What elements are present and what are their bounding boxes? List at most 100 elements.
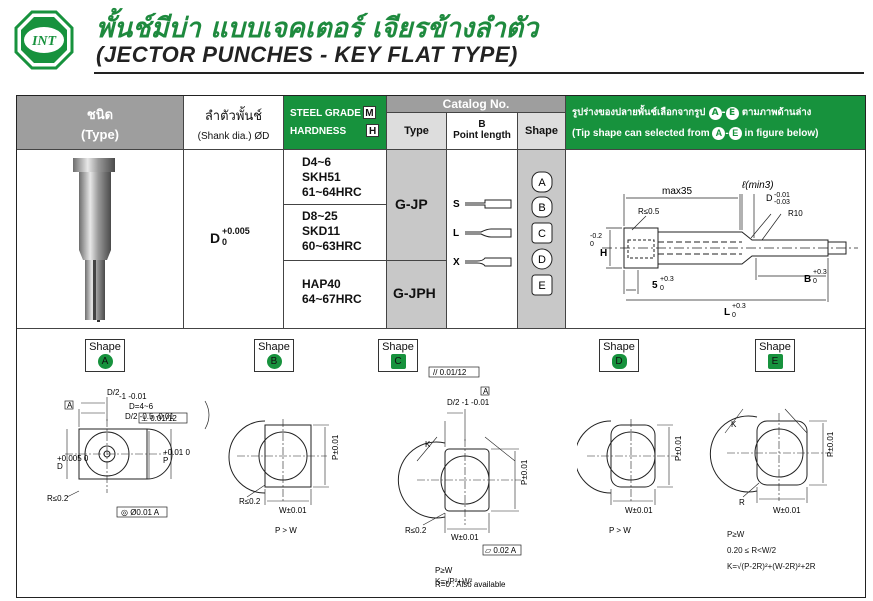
shape-c-note1: P≥W (435, 566, 453, 575)
shape-d-w: W±0.01 (625, 506, 653, 515)
type-header: ชนิด (Type) (17, 96, 184, 150)
dim-d-lo: -0.03 (774, 199, 790, 206)
point-length-label: Point length (453, 130, 511, 141)
shape-a-drawing: D/2 -1 -0.01 D=4~6 D/2 -0.5 -0.01 ⊥ 0.01… (47, 388, 210, 518)
shape-a-d-side-tol: +0.005 0 (57, 454, 89, 463)
shape-c-letter: C (390, 354, 406, 369)
mat1-range: D4~6 (302, 155, 332, 169)
type-header-thai: ชนิด (86, 108, 114, 123)
shape-b-letter: B (266, 354, 282, 369)
shape-letters: A B C D E (531, 171, 553, 296)
dim-l-lo: 0 (732, 312, 736, 319)
tip-english-e: E (728, 127, 742, 140)
shape-e-note2: 0.20 ≤ R<W/2 (727, 546, 777, 555)
tip-thai-e: E (725, 107, 739, 120)
title-divider (94, 72, 864, 74)
tip-english-dash: - (725, 128, 729, 139)
punch-photo-cell (17, 150, 184, 329)
shape-c-note3: K=√P²+W² (435, 577, 473, 586)
shape-letter-a: A (538, 177, 546, 189)
shape-c-datum: A (483, 387, 489, 396)
dim-h-up: 0 (590, 241, 594, 248)
shank-header-thai: ลำตัวพั้นช์ (204, 109, 263, 124)
shape-e-note1: P≥W (727, 530, 745, 539)
tip-english-pre: (Tip shape can selected from (572, 128, 710, 139)
shape-b-p: P±0.01 (331, 434, 340, 460)
catalog-type-header: Type (387, 113, 447, 150)
mat2-grade: SKD11 (302, 224, 341, 238)
type-gjph: G-JPH (393, 285, 436, 301)
shape-a-label: Shape A (85, 339, 125, 372)
tip-english-post: in figure below) (744, 128, 819, 139)
punch-photo (73, 158, 115, 322)
shape-c-perp: // 0.01/12 (433, 368, 467, 377)
catalog-header: Catalog No. (387, 96, 566, 113)
title-english: (JECTOR PUNCHES - KEY FLAT TYPE) (96, 42, 518, 67)
shape-letters-cell: A B C D E (518, 150, 566, 329)
material-row-3: HAP40 64~67HRC (284, 261, 387, 329)
shape-b-label: Shape B (254, 339, 294, 372)
shape-letter-e: E (538, 280, 545, 292)
mat2-range: D8~25 (302, 209, 338, 223)
material-row-1: D4~6 SKH51 61~64HRC (284, 150, 387, 205)
shape-a-letter: A (97, 354, 113, 369)
dimension-drawing: max35 ℓ(min3) D -0.01 -0.03 R≤0.5 R10 H … (590, 180, 858, 319)
shape-a-d-side: D (57, 462, 63, 471)
dim-l: L (724, 307, 730, 318)
shape-a-p: P (163, 456, 168, 465)
mat3-grade: HAP40 (302, 277, 341, 291)
d-lower-tol: 0 (222, 237, 228, 247)
shape-a-d46: D=4~6 (129, 402, 154, 411)
shape-d-drawing: P±0.01 W±0.01 P > W (577, 419, 683, 535)
dim-max35: max35 (662, 186, 692, 197)
shape-c-label: Shape C (378, 339, 418, 372)
d-main: D (210, 230, 221, 246)
shape-letter-c: C (538, 228, 546, 240)
shape-a-d2-tol: -1 -0.01 (119, 392, 147, 401)
shape-d-note: P > W (609, 526, 631, 535)
type-gjp: G-JP (395, 196, 428, 212)
shape-c-k: K (425, 440, 431, 449)
shape-c-drawing: // 0.01/12 D/2 -1 -0.01 A K P±0.01 R≤0.2… (397, 366, 529, 589)
shape-c-w: W±0.01 (451, 533, 479, 542)
shape-c-title: Shape (382, 341, 414, 353)
shank-header: ลำตัวพั้นช์ (Shank dia.) ØD (184, 96, 284, 150)
shank-dia-cell: D +0.005 0 (184, 150, 284, 329)
shape-d-label: Shape D (599, 339, 639, 372)
shape-e-title: Shape (759, 341, 791, 353)
shape-e-p: P±0.01 (826, 431, 835, 457)
d-upper-tol: +0.005 (222, 226, 250, 236)
dim-5: 5 (652, 280, 658, 291)
shape-letter-d: D (538, 254, 546, 266)
mat1-grade: SKH51 (302, 170, 341, 184)
shape-b-title: Shape (258, 341, 290, 353)
title-thai: พั้นช์มีบ่า แบบเจคเตอร์ เจียรข้างลำตัว (96, 13, 539, 44)
tip-thai-a: A (708, 107, 722, 120)
dim-b: B (804, 274, 811, 285)
shape-letter-b: B (538, 202, 545, 214)
shape-e-notes: P≥W 0.20 ≤ R<W/2 K=√(P-2R)²+(W-2R)²+2R (727, 527, 815, 575)
dim-l-up: +0.3 (732, 303, 746, 310)
shape-d-title: Shape (603, 341, 635, 353)
tip-english-a: A (712, 127, 726, 140)
shape-b-r: R≤0.2 (239, 497, 261, 506)
steel-grade-box: M (362, 106, 376, 119)
hardness-box: H (366, 124, 380, 137)
tip-header: รูปร่างของปลายพั้นช์เลือกจากรูป A-E ตามภ… (566, 96, 865, 150)
shape-c-flat: ▱ 0.02 A (485, 546, 517, 555)
shape-b-note: P > W (275, 526, 297, 535)
shape-e-letter: E (767, 354, 783, 369)
shape-b-w: W±0.01 (279, 506, 307, 515)
shape-c-r: R≤0.2 (405, 526, 427, 535)
shape-drawings: Shape A D/2 -1 -0.01 D=4~6 (17, 329, 865, 597)
dim-h: H (600, 248, 607, 259)
dimension-drawing-cell: max35 ℓ(min3) D -0.01 -0.03 R≤0.5 R10 H … (566, 150, 865, 329)
length-l: L (453, 228, 459, 239)
tip-thai-dash: - (721, 107, 726, 118)
shape-a-r: R≤0.2 (47, 494, 69, 503)
dim-lmin3: ℓ(min3) (741, 180, 774, 191)
mat2-hardness: 60~63HRC (302, 239, 362, 253)
steel-grade-label: STEEL GRADE (290, 108, 361, 119)
shape-e-r: R (739, 498, 745, 507)
